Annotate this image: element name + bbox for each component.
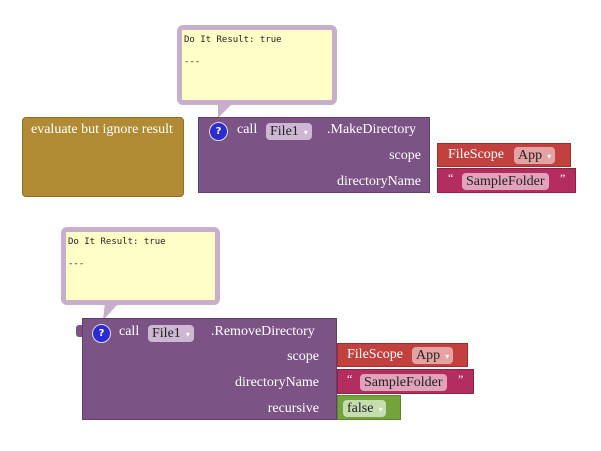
help-icon[interactable]: ?	[92, 324, 111, 343]
do-it-result-bubble: Do It Result: true ---	[61, 227, 220, 305]
chevron-down-icon: ▾	[303, 128, 308, 137]
result-text: Do It Result: true	[184, 35, 282, 45]
bubble-tail	[103, 302, 120, 320]
scope-dropdown[interactable]: App ▾	[514, 147, 556, 164]
component-dropdown[interactable]: File1 ▾	[266, 123, 312, 140]
result-separator: ---	[184, 57, 201, 67]
scope-dropdown[interactable]: App ▾	[412, 347, 454, 364]
chevron-down-icon: ▾	[445, 352, 450, 361]
boolean-dropdown[interactable]: false ▾	[343, 400, 387, 417]
call-label: call	[119, 324, 140, 339]
method-name: .MakeDirectory	[327, 122, 417, 137]
make-directory-call-block[interactable]: ? call File1 ▾ .MakeDirectory scope direc…	[198, 117, 430, 193]
text-string-block[interactable]: “ SampleFolder ”	[337, 369, 474, 394]
do-it-result-bubble: Do It Result: true ---	[177, 25, 337, 105]
arg-scope-label: scope	[287, 349, 319, 364]
chevron-down-icon: ▾	[547, 152, 552, 161]
evaluate-label: evaluate but ignore result	[31, 122, 173, 137]
close-quote: ”	[458, 372, 464, 386]
boolean-block[interactable]: false ▾	[337, 395, 401, 420]
output-connector	[76, 325, 84, 337]
call-label: call	[237, 122, 258, 137]
result-separator: ---	[68, 259, 85, 269]
filescope-label: FileScope	[448, 147, 504, 162]
string-value-field[interactable]: SampleFolder	[360, 374, 447, 391]
arg-recursive-label: recursive	[267, 401, 319, 416]
arg-directoryname-label: directoryName	[235, 375, 319, 390]
filescope-block[interactable]: FileScope App ▾	[337, 343, 468, 367]
scope-value: App	[416, 348, 441, 363]
chevron-down-icon: ▾	[185, 330, 190, 339]
string-value-field[interactable]: SampleFolder	[462, 173, 549, 190]
boolean-value: false	[347, 401, 374, 416]
method-name: .RemoveDirectory	[211, 324, 315, 339]
arg-directoryname-label: directoryName	[337, 174, 421, 189]
component-dropdown[interactable]: File1 ▾	[148, 325, 194, 342]
arg-scope-label: scope	[389, 148, 421, 163]
help-icon[interactable]: ?	[209, 122, 228, 141]
open-quote: “	[347, 372, 353, 386]
component-value: File1	[270, 124, 299, 139]
filescope-label: FileScope	[347, 347, 403, 362]
evaluate-but-ignore-block[interactable]: evaluate but ignore result	[22, 117, 184, 197]
open-quote: “	[448, 171, 454, 185]
bubble-tail	[218, 102, 234, 118]
component-value: File1	[152, 326, 181, 341]
chevron-down-icon: ▾	[378, 405, 383, 414]
remove-directory-call-block[interactable]: ? call File1 ▾ .RemoveDirectory scope dir…	[82, 318, 337, 420]
result-text: Do It Result: true	[68, 237, 166, 247]
scope-value: App	[518, 148, 543, 163]
filescope-block[interactable]: FileScope App ▾	[437, 143, 571, 167]
close-quote: ”	[560, 171, 566, 185]
text-string-block[interactable]: “ SampleFolder ”	[437, 168, 576, 193]
